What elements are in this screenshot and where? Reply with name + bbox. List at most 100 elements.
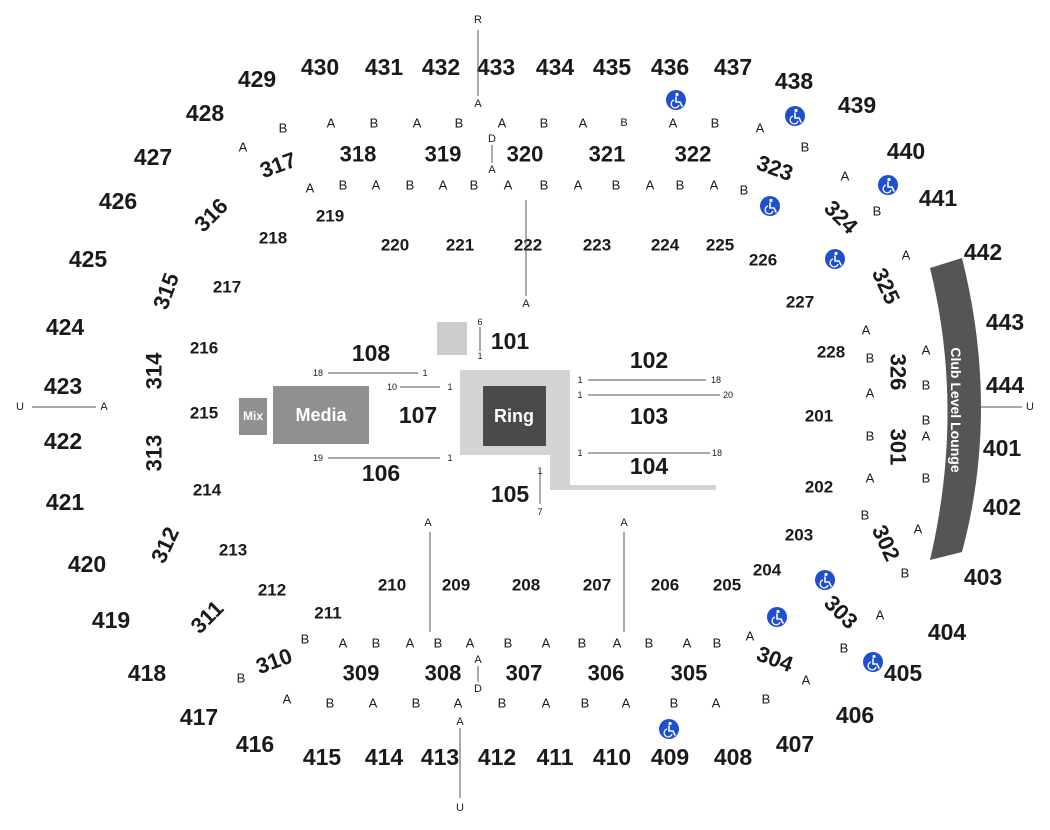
section-214[interactable]: 214 bbox=[193, 481, 222, 500]
section-225[interactable]: 225 bbox=[706, 236, 734, 255]
section-106[interactable]: 106 bbox=[362, 460, 400, 486]
section-420[interactable]: 420 bbox=[68, 551, 106, 577]
section-315[interactable]: 315 bbox=[148, 269, 184, 312]
section-226[interactable]: 226 bbox=[749, 251, 777, 270]
section-228[interactable]: 228 bbox=[817, 343, 845, 362]
section-207[interactable]: 207 bbox=[583, 576, 611, 595]
section-227[interactable]: 227 bbox=[786, 293, 814, 312]
section-323[interactable]: 323 bbox=[753, 150, 796, 186]
section-415[interactable]: 415 bbox=[303, 744, 342, 770]
section-436[interactable]: 436 bbox=[651, 54, 689, 80]
section-427[interactable]: 427 bbox=[134, 144, 172, 170]
section-416[interactable]: 416 bbox=[236, 731, 274, 757]
section-405[interactable]: 405 bbox=[884, 660, 923, 686]
section-218[interactable]: 218 bbox=[259, 229, 287, 248]
mix-block[interactable] bbox=[239, 398, 267, 435]
section-209[interactable]: 209 bbox=[442, 576, 470, 595]
section-430[interactable]: 430 bbox=[301, 54, 339, 80]
section-102[interactable]: 102 bbox=[630, 347, 668, 373]
section-224[interactable]: 224 bbox=[651, 236, 680, 255]
section-103[interactable]: 103 bbox=[630, 403, 668, 429]
section-403[interactable]: 403 bbox=[964, 564, 1002, 590]
section-304[interactable]: 304 bbox=[753, 641, 797, 677]
section-434[interactable]: 434 bbox=[536, 54, 575, 80]
section-404[interactable]: 404 bbox=[928, 619, 967, 645]
ring-block[interactable] bbox=[483, 386, 546, 446]
section-104[interactable]: 104 bbox=[630, 453, 669, 479]
section-424[interactable]: 424 bbox=[46, 314, 85, 340]
section-208[interactable]: 208 bbox=[512, 576, 540, 595]
section-442[interactable]: 442 bbox=[964, 239, 1002, 265]
section-318[interactable]: 318 bbox=[340, 142, 377, 167]
section-319[interactable]: 319 bbox=[425, 142, 462, 167]
section-314[interactable]: 314 bbox=[142, 352, 167, 389]
section-413[interactable]: 413 bbox=[421, 744, 459, 770]
section-301[interactable]: 301 bbox=[886, 429, 911, 466]
section-105[interactable]: 105 bbox=[491, 481, 530, 507]
section-438[interactable]: 438 bbox=[775, 68, 814, 94]
section-306[interactable]: 306 bbox=[588, 661, 625, 686]
section-302[interactable]: 302 bbox=[867, 521, 905, 565]
section-303[interactable]: 303 bbox=[819, 590, 863, 634]
section-432[interactable]: 432 bbox=[422, 54, 460, 80]
section-322[interactable]: 322 bbox=[675, 142, 712, 167]
section-422[interactable]: 422 bbox=[44, 428, 82, 454]
section-308[interactable]: 308 bbox=[425, 661, 462, 686]
section-439[interactable]: 439 bbox=[838, 92, 876, 118]
section-215[interactable]: 215 bbox=[190, 404, 218, 423]
section-443[interactable]: 443 bbox=[986, 309, 1024, 335]
section-220[interactable]: 220 bbox=[381, 236, 409, 255]
section-433[interactable]: 433 bbox=[477, 54, 515, 80]
section-440[interactable]: 440 bbox=[887, 138, 925, 164]
section-412[interactable]: 412 bbox=[478, 744, 516, 770]
section-310[interactable]: 310 bbox=[252, 643, 295, 679]
section-401[interactable]: 401 bbox=[983, 435, 1022, 461]
section-205[interactable]: 205 bbox=[713, 576, 741, 595]
section-417[interactable]: 417 bbox=[180, 704, 218, 730]
section-107[interactable]: 107 bbox=[399, 402, 437, 428]
section-429[interactable]: 429 bbox=[238, 66, 276, 92]
section-203[interactable]: 203 bbox=[785, 526, 813, 545]
club-level-lounge[interactable] bbox=[930, 258, 981, 560]
section-426[interactable]: 426 bbox=[99, 188, 137, 214]
section-326[interactable]: 326 bbox=[886, 354, 911, 391]
section-311[interactable]: 311 bbox=[186, 596, 229, 639]
section-201[interactable]: 201 bbox=[805, 407, 833, 426]
section-419[interactable]: 419 bbox=[92, 607, 130, 633]
section-421[interactable]: 421 bbox=[46, 489, 85, 515]
section-408[interactable]: 408 bbox=[714, 744, 753, 770]
section-307[interactable]: 307 bbox=[506, 661, 543, 686]
section-406[interactable]: 406 bbox=[836, 702, 874, 728]
section-437[interactable]: 437 bbox=[714, 54, 752, 80]
section-402[interactable]: 402 bbox=[983, 494, 1021, 520]
section-312[interactable]: 312 bbox=[146, 523, 184, 567]
section-309[interactable]: 309 bbox=[343, 661, 380, 686]
section-409[interactable]: 409 bbox=[651, 744, 689, 770]
section-108[interactable]: 108 bbox=[352, 340, 391, 366]
section-418[interactable]: 418 bbox=[128, 660, 167, 686]
section-325[interactable]: 325 bbox=[867, 264, 905, 308]
section-206[interactable]: 206 bbox=[651, 576, 679, 595]
section-313[interactable]: 313 bbox=[142, 435, 167, 472]
section-428[interactable]: 428 bbox=[186, 100, 225, 126]
section-204[interactable]: 204 bbox=[753, 561, 782, 580]
section-320[interactable]: 320 bbox=[507, 142, 544, 167]
section-317[interactable]: 317 bbox=[256, 147, 299, 183]
section-444[interactable]: 444 bbox=[986, 372, 1025, 398]
section-219[interactable]: 219 bbox=[316, 207, 344, 226]
media-block[interactable] bbox=[273, 386, 369, 444]
section-210[interactable]: 210 bbox=[378, 576, 406, 595]
section-423[interactable]: 423 bbox=[44, 373, 82, 399]
section-407[interactable]: 407 bbox=[776, 731, 814, 757]
section-441[interactable]: 441 bbox=[919, 185, 958, 211]
section-211[interactable]: 211 bbox=[314, 604, 341, 623]
section-316[interactable]: 316 bbox=[189, 193, 233, 237]
section-202[interactable]: 202 bbox=[805, 478, 833, 497]
section-213[interactable]: 213 bbox=[219, 541, 247, 560]
section-414[interactable]: 414 bbox=[365, 744, 404, 770]
section-217[interactable]: 217 bbox=[213, 278, 241, 297]
section-411[interactable]: 411 bbox=[536, 744, 573, 770]
section-425[interactable]: 425 bbox=[69, 246, 108, 272]
section-305[interactable]: 305 bbox=[671, 661, 708, 686]
section-222[interactable]: 222 bbox=[514, 236, 542, 255]
